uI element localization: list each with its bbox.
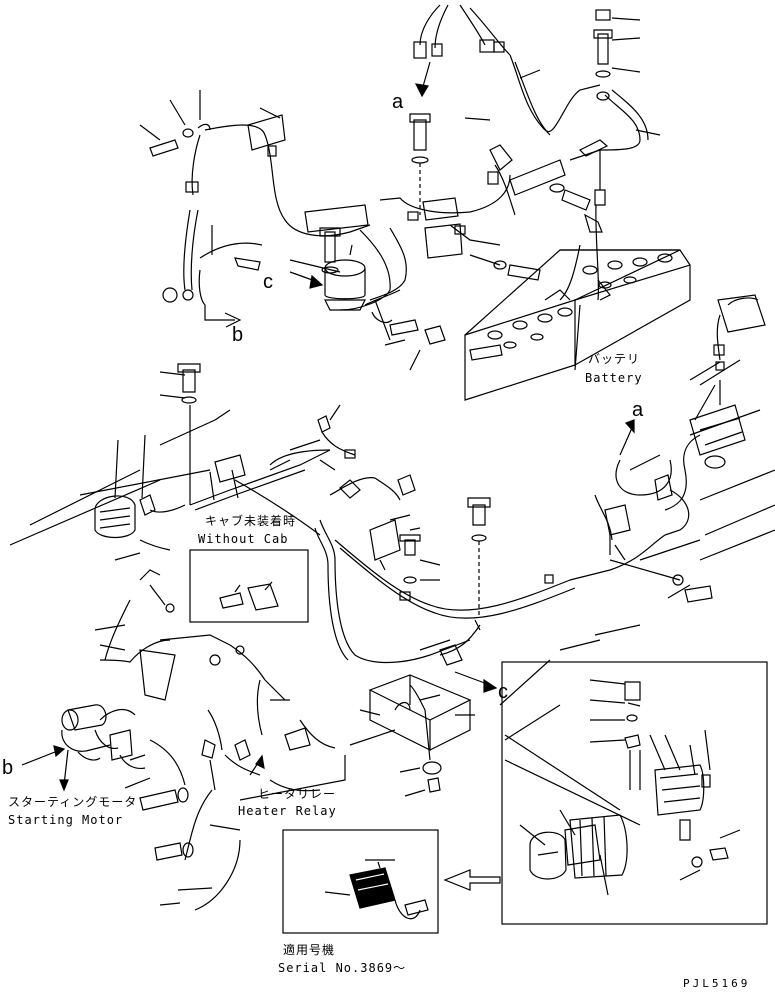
heater-relay-connector — [234, 739, 251, 761]
callout-a-mid: a — [632, 399, 644, 421]
battery-label-en: Battery — [585, 371, 643, 385]
bolt — [409, 113, 431, 151]
bolt — [561, 189, 591, 211]
right-detail-frame — [501, 661, 768, 925]
lamp-cover — [529, 831, 567, 880]
bolt — [149, 139, 179, 157]
starting-motor-label-en: Starting Motor — [8, 813, 124, 827]
starting-motor-label-ja: スターティングモータ — [8, 795, 138, 809]
bolt — [399, 534, 421, 556]
serial-inset-frame — [282, 829, 439, 934]
without-cab-label-en: Without Cab — [198, 532, 289, 546]
inset-pointer-arrow — [443, 869, 501, 891]
battery-illustration — [464, 249, 691, 401]
without-cab-inset-frame — [189, 549, 309, 623]
bolt — [219, 592, 244, 609]
connector-plug — [431, 43, 443, 57]
serial-label-en: Serial No.3869～ — [278, 961, 407, 975]
heater-relay-label-ja: ヒータリレー — [258, 787, 337, 801]
bolt — [177, 363, 201, 393]
without-cab-label-ja: キャブ未装着時 — [205, 514, 297, 528]
connector-housing — [689, 404, 746, 456]
tag — [139, 649, 176, 701]
bolt — [507, 264, 541, 281]
mounting-bracket — [368, 674, 472, 721]
tag — [247, 114, 286, 151]
bolt — [139, 789, 179, 811]
washer — [595, 70, 611, 78]
connector-housing — [604, 504, 631, 536]
connector-plug — [413, 41, 427, 59]
relay-box — [369, 519, 401, 561]
battery-label-ja: バッテリ — [588, 352, 641, 366]
top-harness-group — [139, 4, 691, 401]
callout-b-bottom: b — [2, 757, 14, 779]
heater-relay-label-en: Heater Relay — [238, 804, 337, 818]
tag — [304, 204, 369, 233]
tag — [422, 197, 459, 221]
bolt — [319, 227, 341, 263]
starting-motor-illustration — [61, 704, 119, 761]
nut — [596, 91, 610, 101]
lamp-body — [654, 764, 705, 816]
drawing-code: PJL5169 — [683, 977, 751, 990]
lamp-lens — [569, 814, 628, 879]
callout-b-top: b — [232, 324, 244, 346]
bolt — [154, 842, 183, 861]
bracket — [509, 159, 566, 196]
bolt — [467, 497, 491, 526]
middle-harness-group — [9, 294, 775, 934]
washer — [182, 128, 194, 138]
callout-c-mid: c — [498, 681, 508, 703]
relay-body — [349, 867, 396, 909]
bolt — [389, 319, 419, 336]
connector-plug — [479, 39, 495, 53]
callout-a-top: a — [392, 91, 404, 113]
connector-plug — [493, 41, 505, 53]
washer — [411, 156, 429, 164]
serial-label-ja: 適用号機 — [283, 943, 336, 957]
bracket — [247, 583, 279, 611]
bolt — [593, 29, 613, 65]
lamp-housing — [717, 294, 766, 333]
bolt — [684, 585, 713, 603]
terminal-cap — [595, 9, 611, 21]
bolt — [624, 681, 641, 701]
connector-housing — [94, 495, 136, 539]
callout-c-top: c — [263, 271, 273, 293]
tag — [424, 223, 463, 259]
